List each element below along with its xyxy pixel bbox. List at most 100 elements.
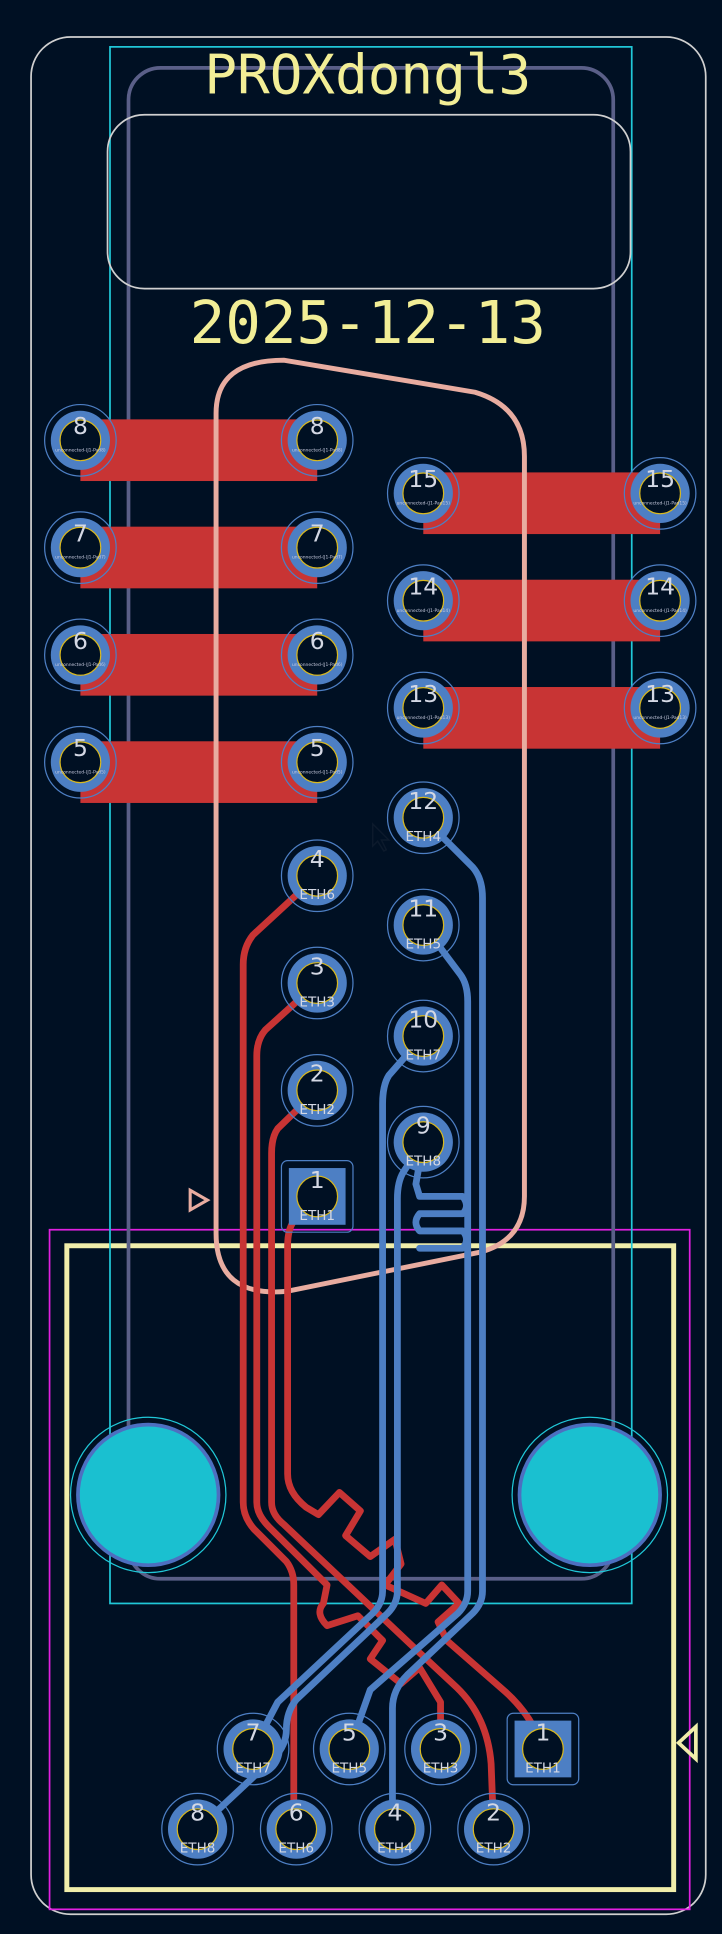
pad-net-label: unconnected-(J1-Pad5) bbox=[292, 769, 343, 775]
trace-eth5 bbox=[345, 921, 472, 1753]
pad-number: 14 bbox=[408, 573, 438, 601]
pad-number: 15 bbox=[408, 465, 438, 493]
drill-hole bbox=[639, 579, 682, 622]
pad-number: 11 bbox=[408, 894, 438, 922]
pad-clearance bbox=[312, 1712, 386, 1786]
trace-eth3 bbox=[253, 979, 444, 1753]
pad-net-label: ETH6 bbox=[299, 887, 335, 903]
pad-number: 2 bbox=[310, 1060, 325, 1088]
pad-net-label: unconnected-(J1-Pad15) bbox=[397, 500, 451, 506]
pad-number: 14 bbox=[645, 573, 675, 601]
pad-number: 5 bbox=[342, 1718, 357, 1746]
board-title: PROXdongl3 bbox=[204, 44, 531, 107]
pad-clearance bbox=[386, 888, 460, 962]
pad-15[interactable]: 15 unconnected-(J1-Pad15) bbox=[386, 456, 460, 530]
pad-number: 4 bbox=[310, 845, 325, 873]
pad-5[interactable]: 5 unconnected-(J1-Pad5) bbox=[44, 725, 117, 799]
drill-hole bbox=[402, 579, 445, 622]
trace-eth4 bbox=[389, 814, 486, 1833]
cyan-courtyard bbox=[109, 46, 633, 1605]
pad-net-label: ETH2 bbox=[299, 1102, 335, 1118]
pad-clearance bbox=[457, 1792, 530, 1866]
pad-clearance bbox=[280, 511, 354, 585]
drill-hole bbox=[402, 1121, 445, 1164]
pad-number: 8 bbox=[190, 1799, 205, 1827]
pad-number: 7 bbox=[246, 1718, 261, 1746]
drill-hole bbox=[59, 741, 102, 784]
pad-net-label: ETH7 bbox=[235, 1760, 271, 1776]
trace-eth8-meander bbox=[412, 1138, 470, 1252]
copper-bar-pad15 bbox=[423, 472, 661, 535]
pad-number: 4 bbox=[387, 1799, 402, 1827]
pad-number: 1 bbox=[535, 1718, 550, 1746]
pad-clearance bbox=[386, 456, 460, 530]
pad-net-label: unconnected-(J1-Pad5) bbox=[55, 769, 106, 775]
pad-clearance bbox=[280, 839, 354, 913]
pad-net-label: ETH7 bbox=[405, 1048, 441, 1064]
pad-clearance bbox=[506, 1712, 580, 1786]
drill-hole bbox=[521, 1728, 564, 1770]
copper-bar-pad14 bbox=[423, 579, 661, 642]
pad-net-label: unconnected-(J1-Pad13) bbox=[633, 715, 687, 721]
drill-hole bbox=[59, 633, 102, 676]
board-outline bbox=[30, 36, 707, 1916]
copper-bar-pad8 bbox=[80, 419, 318, 482]
drill-hole bbox=[402, 687, 445, 729]
pad-net-label: ETH2 bbox=[476, 1841, 512, 1857]
pad-number: 5 bbox=[73, 734, 88, 762]
drill-hole bbox=[472, 1808, 515, 1851]
pad-net-label: ETH5 bbox=[405, 936, 441, 952]
front-copper-bars bbox=[80, 419, 661, 803]
pad-number: 6 bbox=[289, 1799, 304, 1827]
pad-net-label: ETH1 bbox=[299, 1208, 335, 1224]
pad-clearance bbox=[623, 456, 697, 530]
pad-clearance bbox=[280, 1053, 354, 1127]
pad-net-label: ETH3 bbox=[299, 994, 335, 1010]
pad-number: 2 bbox=[486, 1799, 501, 1827]
pad-clearance bbox=[386, 564, 460, 638]
drill-hole bbox=[296, 633, 339, 676]
pad-number: 3 bbox=[310, 952, 325, 980]
front-copper-traces bbox=[239, 872, 547, 1833]
mouse-cursor-icon bbox=[371, 822, 391, 853]
pad-clearance bbox=[358, 1792, 432, 1866]
pad-clearance bbox=[44, 725, 117, 799]
pad-clearance bbox=[404, 1712, 477, 1786]
pad-clearance bbox=[216, 1712, 290, 1786]
drill-hole bbox=[232, 1728, 275, 1770]
pad-net-label: unconnected-(J1-Pad8) bbox=[55, 447, 106, 453]
board-date: 2025-12-13 bbox=[190, 288, 546, 357]
pad-number: 7 bbox=[310, 519, 325, 547]
pad-net-label: unconnected-(J1-Pad6) bbox=[292, 662, 343, 668]
pad-net-label: ETH6 bbox=[278, 1841, 314, 1857]
